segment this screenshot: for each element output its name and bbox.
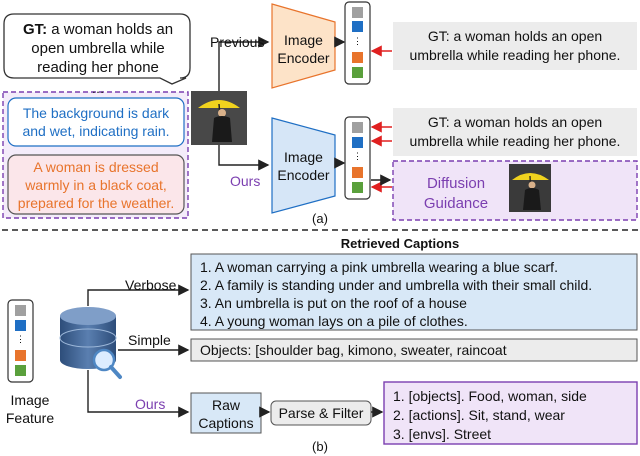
diffusion-line1: Diffusion [426, 175, 486, 192]
input-image [191, 91, 247, 145]
caption-b: (b) [312, 439, 328, 454]
verbose-item: 1. A woman carrying a pink umbrella wear… [200, 259, 558, 275]
raw-captions-line1: Raw [211, 397, 240, 413]
gt-bubble-line3: reading her phone [37, 59, 159, 76]
gt-output-bottom-line2: umbrella while reading her phone. [409, 133, 621, 149]
diffusion-guidance-text: Diffusion Guidance [416, 174, 496, 214]
gt-output-bottom-box [393, 108, 637, 156]
gt-bubble-line1: a woman holds an [51, 21, 174, 38]
orange-caption-line1: A woman is dressed [33, 159, 159, 175]
svg-text:⋮: ⋮ [353, 151, 362, 161]
gt-output-bottom-line1: GT: a woman holds an open [427, 114, 603, 130]
gt-bubble-text: GT: a woman holds an open umbrella while… [8, 20, 188, 77]
verbose-item: 2. A family is standing under and umbrel… [200, 277, 593, 293]
encoder-bottom-line2: Encoder [277, 167, 330, 183]
svg-text:⋮: ⋮ [353, 36, 362, 46]
encoder-top-line1: Image [284, 32, 323, 48]
ellipsis: … [91, 81, 105, 96]
ours-label-b: Ours [135, 396, 166, 412]
gt-output-top-text: GT: a woman holds an open umbrella while… [393, 27, 637, 65]
result-item: 2. [actions]. Sit, stand, wear [393, 407, 565, 423]
simple-text: Objects: [shoulder bag, kimono, sweater,… [200, 342, 507, 358]
gt-bubble-line2: open umbrella while [31, 40, 165, 57]
simple-label: Simple [128, 332, 171, 348]
gt-output-top-line2: umbrella while reading her phone. [409, 47, 621, 63]
image-encoder-bottom [271, 117, 336, 214]
gt-output-bottom-text: GT: a woman holds an open umbrella while… [393, 113, 637, 151]
database-icon [59, 307, 122, 379]
svg-text:⋮: ⋮ [16, 334, 25, 344]
result-item: 1. [objects]. Food, woman, side [393, 388, 587, 404]
parse-filter-box [270, 400, 372, 426]
image-feature-vector: ⋮ [7, 299, 34, 383]
result-box [383, 381, 638, 445]
image-feature-label: Image Feature [0, 391, 60, 427]
verbose-item: 4. A young woman lays on a pile of cloth… [200, 313, 468, 329]
result-item: 3. [envs]. Street [393, 426, 492, 442]
gt-output-top-box [393, 22, 637, 70]
raw-captions-label: Raw Captions [191, 396, 261, 432]
encoder-top-line2: Encoder [277, 50, 330, 66]
encoder-bottom-line1: Image [284, 149, 323, 165]
diffusion-image [509, 164, 551, 212]
caption-a: (a) [312, 211, 328, 226]
retrieved-captions-title: Retrieved Captions [340, 236, 460, 251]
feature-vector-top: ⋮ [344, 1, 371, 85]
blue-caption-line2: and wet, indicating rain. [22, 123, 170, 139]
image-feature-line1: Image [10, 392, 50, 408]
orange-caption-box [7, 154, 185, 215]
ours-label-a: Ours [230, 173, 261, 189]
result-list: 1. [objects]. Food, woman, side 2. [acti… [393, 387, 587, 444]
verbose-captions-box [190, 253, 638, 331]
blue-caption-box [7, 97, 185, 147]
parse-filter-label: Parse & Filter [278, 405, 364, 421]
simple-captions-box [190, 338, 638, 362]
gt-prefix: GT: [22, 21, 48, 38]
orange-caption-line2: warmly in a black coat, [25, 177, 167, 193]
gt-output-top-line1: GT: a woman holds an open [427, 28, 603, 44]
diffusion-line2: Guidance [423, 195, 489, 212]
verbose-item: 3. An umbrella is put on the roof of a h… [200, 295, 467, 311]
previous-label: Previous [210, 34, 265, 50]
image-feature-line2: Feature [5, 410, 55, 426]
encoder-bottom-label: Image Encoder [272, 148, 335, 184]
blue-caption-text: The background is dark and wet, indicati… [8, 104, 184, 140]
blue-caption-line1: The background is dark [22, 105, 170, 121]
encoder-top-label: Image Encoder [272, 31, 335, 67]
orange-caption-line3: prepared for the weather. [17, 195, 175, 211]
verbose-label: Verbose [125, 277, 177, 293]
feature-vector-bottom: ⋮ [344, 116, 371, 200]
orange-caption-text: A woman is dressed warmly in a black coa… [8, 158, 184, 212]
raw-captions-line2: Captions [198, 415, 254, 431]
verbose-list: 1. A woman carrying a pink umbrella wear… [200, 258, 592, 330]
gt-speech-bubble [3, 13, 191, 85]
image-encoder-top [271, 3, 336, 89]
